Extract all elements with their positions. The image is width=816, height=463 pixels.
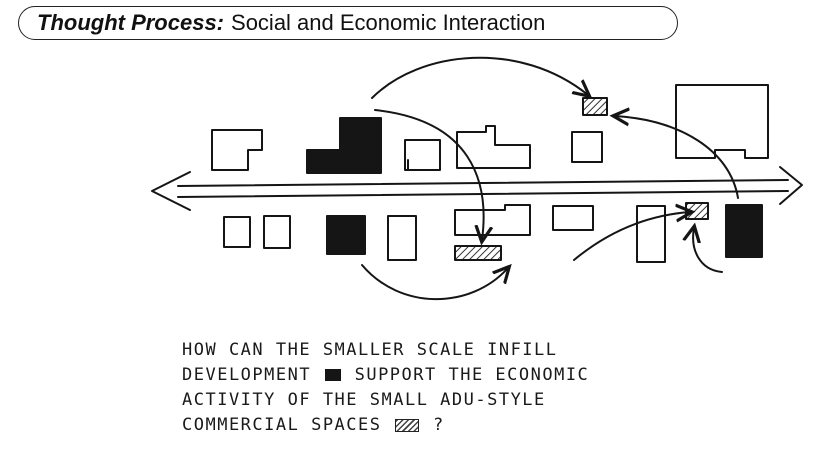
note-line-1: How can the smaller scale infill bbox=[182, 340, 558, 360]
solid-swatch-icon bbox=[324, 369, 341, 381]
top-building-1 bbox=[211, 129, 263, 171]
bottom-building-2 bbox=[263, 215, 291, 249]
note-line-2a: development bbox=[182, 365, 312, 385]
arrow-cross-street bbox=[374, 109, 484, 240]
bottom-building-8 bbox=[725, 204, 763, 258]
street-sketch bbox=[151, 56, 803, 301]
arrow-right-up bbox=[615, 116, 739, 199]
arrow-loop bbox=[693, 228, 723, 273]
arrow-bottom-to-adu bbox=[361, 265, 508, 301]
bottom-building-5 bbox=[454, 204, 531, 236]
note-line-4b: ? bbox=[433, 415, 445, 435]
top-building-2 bbox=[306, 117, 382, 174]
bottom-building-1 bbox=[223, 216, 251, 248]
top-adu-hatched bbox=[582, 97, 608, 116]
bottom-building-6 bbox=[552, 205, 594, 231]
arrow-right-bottom bbox=[573, 212, 690, 261]
title-rest: Social and Economic Interaction bbox=[231, 10, 546, 35]
bottom-building-4 bbox=[387, 215, 417, 261]
handwritten-question: How can the smaller scale infill develop… bbox=[182, 338, 802, 438]
bottom-building-7 bbox=[636, 205, 666, 263]
top-building-6 bbox=[675, 84, 769, 159]
title-bold: Thought Process: bbox=[37, 10, 225, 35]
top-building-5 bbox=[571, 131, 603, 163]
top-building-3 bbox=[404, 139, 441, 171]
bottom-adu-hatched bbox=[454, 245, 502, 261]
arrow-top-to-adu bbox=[371, 56, 588, 99]
note-line-4a: commercial spaces bbox=[182, 415, 382, 435]
top-building-4 bbox=[456, 125, 531, 169]
bottom-adu-hatched-2 bbox=[685, 202, 709, 220]
bottom-building-3 bbox=[326, 215, 366, 255]
title-banner: Thought Process: Social and Economic Int… bbox=[18, 6, 678, 40]
note-line-3: activity of the small ADU-style bbox=[182, 390, 546, 410]
note-line-2b: support the economic bbox=[354, 365, 590, 385]
street-arrow bbox=[151, 166, 803, 211]
hatched-swatch-icon bbox=[395, 418, 420, 432]
